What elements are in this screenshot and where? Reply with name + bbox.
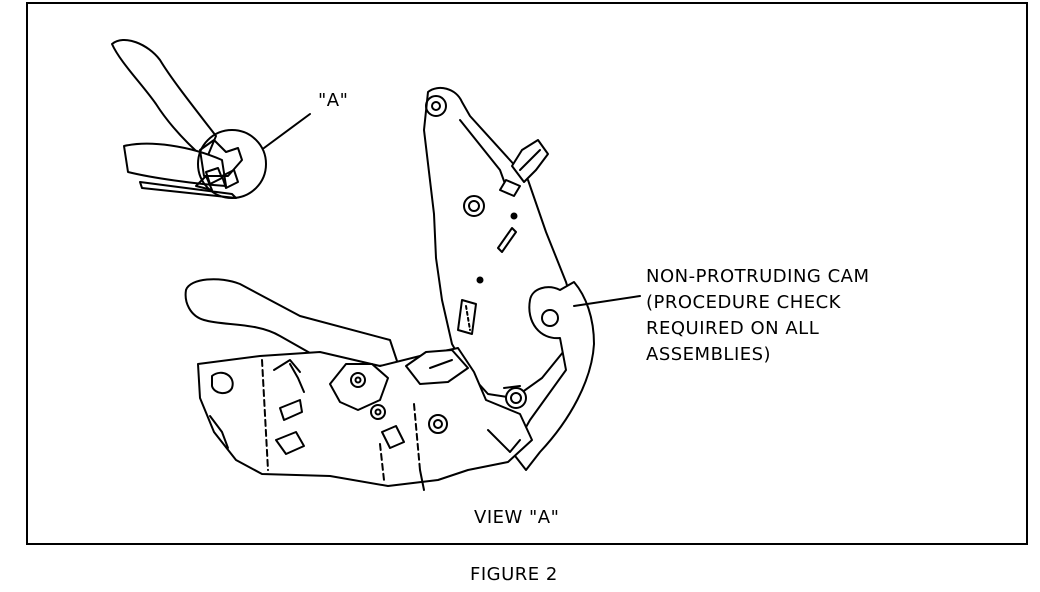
cam-callout: NON-PROTRUDING CAM (PROCEDURE CHECK REQU… [646, 264, 870, 368]
cam-callout-line: ASSEMBLIES) [646, 344, 772, 365]
overview-pedal-sketch [111, 39, 311, 199]
cam-callout-line: REQUIRED ON ALL [646, 318, 820, 339]
release-handle [184, 278, 399, 371]
cam-leader [573, 295, 641, 307]
cam-callout-line: (PROCEDURE CHECK [646, 292, 841, 313]
figure-frame [26, 2, 1028, 545]
detail-a-callout: "A" [318, 90, 349, 111]
non-protruding-cam [511, 281, 595, 471]
detail-leader [263, 113, 311, 149]
detail-circle [197, 129, 267, 199]
figure-caption: FIGURE 2 [470, 564, 558, 585]
cam-callout-line: NON-PROTRUDING CAM [646, 266, 870, 287]
view-label: VIEW "A" [474, 507, 560, 528]
main-assembly [184, 86, 641, 491]
